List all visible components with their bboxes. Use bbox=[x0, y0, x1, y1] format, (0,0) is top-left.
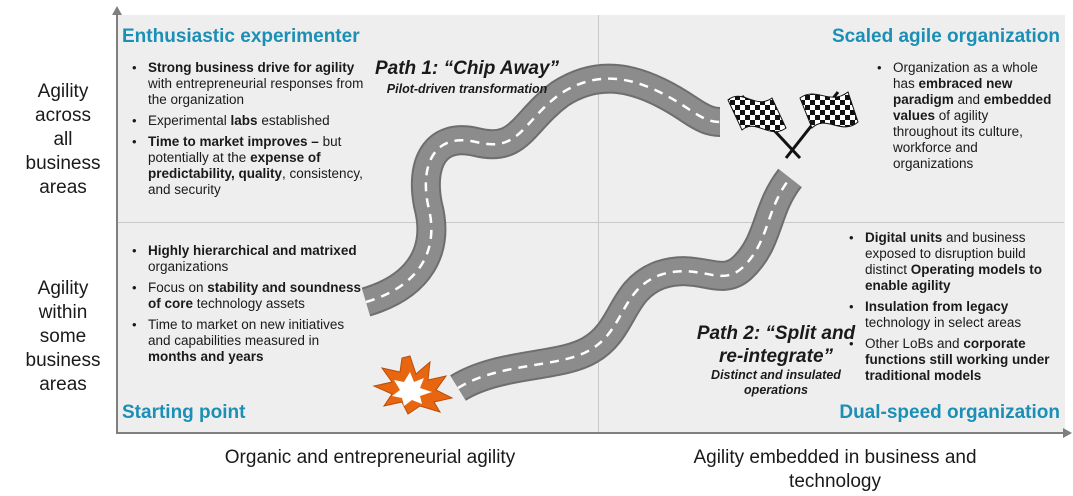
path2-title-line: Path 2: “Split and bbox=[696, 323, 856, 344]
bullet-item: Time to market improves – but potentiall… bbox=[128, 134, 366, 198]
vertical-divider bbox=[598, 15, 599, 432]
x-axis-arrow-icon bbox=[1063, 428, 1072, 438]
bullet-text: technology in select areas bbox=[865, 315, 1022, 330]
y-axis-bottom-label-line: business bbox=[25, 350, 101, 371]
bullet-item: Focus on stability and soundness of core… bbox=[128, 280, 366, 312]
y-axis-bottom-label-line: some bbox=[39, 326, 87, 347]
bullets-bottom-right: Digital units and business exposed to di… bbox=[845, 230, 1057, 389]
bullet-text: Organization as a whole has bbox=[893, 60, 1038, 91]
path2-title: Path 2: “Split and re-integrate” bbox=[686, 322, 866, 368]
bullets-bottom-left: Highly hierarchical and matrixed organiz… bbox=[128, 243, 366, 370]
bullet-text: Experimental bbox=[148, 113, 231, 128]
bullet-text-bold: Digital units bbox=[865, 230, 943, 245]
bullet-text-bold: months and years bbox=[148, 349, 264, 364]
quadrant-title-top-left: Enthusiastic experimenter bbox=[122, 26, 360, 47]
y-axis-line bbox=[116, 14, 118, 434]
y-axis-top-label-line: business bbox=[25, 153, 101, 174]
horizontal-divider bbox=[118, 222, 1064, 223]
path2-subtitle-line: operations bbox=[744, 383, 808, 397]
y-axis-bottom-label-line: within bbox=[38, 302, 88, 323]
y-axis-top-label-line: areas bbox=[39, 177, 87, 198]
bullet-item: Time to market on new initiatives and ca… bbox=[128, 317, 366, 365]
x-axis-line bbox=[116, 432, 1066, 434]
bullet-item: Insulation from legacy technology in sel… bbox=[845, 299, 1057, 331]
bullet-item: Strong business drive for agility with e… bbox=[128, 60, 366, 108]
bullet-item: Digital units and business exposed to di… bbox=[845, 230, 1057, 294]
bullet-text-bold: labs bbox=[230, 113, 258, 128]
bullet-text: technology assets bbox=[193, 296, 305, 311]
x-axis-right-label-line: Agility embedded in business and bbox=[693, 447, 977, 468]
bullet-item: Experimental labs established bbox=[128, 113, 366, 129]
checkered-flags-icon bbox=[727, 91, 859, 160]
y-axis-top-label-line: all bbox=[53, 129, 73, 150]
bullets-top-right: Organization as a whole has embraced new… bbox=[873, 60, 1055, 177]
bullet-text: organizations bbox=[148, 259, 229, 274]
bullet-text: and bbox=[953, 92, 984, 107]
x-axis-right-label-line: technology bbox=[789, 471, 881, 492]
bullet-text-bold: Strong business drive for agility bbox=[148, 60, 355, 75]
quadrant-title-bottom-right: Dual-speed organization bbox=[839, 402, 1060, 423]
bullet-text: with entrepreneurial responses from the … bbox=[148, 76, 364, 107]
y-axis-top-label-line: Agility bbox=[37, 81, 89, 102]
x-axis-left-label: Organic and entrepreneurial agility bbox=[224, 447, 516, 468]
bullet-text: Time to market on new initiatives and ca… bbox=[148, 317, 345, 348]
quadrant-title-top-right: Scaled agile organization bbox=[831, 26, 1060, 47]
path1-subtitle: Pilot-driven transformation bbox=[386, 82, 548, 96]
bullet-text: but potentially at the bbox=[148, 134, 342, 165]
bullet-text-bold: Insulation from legacy bbox=[865, 299, 1009, 314]
bullet-text-bold: Operating models to enable agility bbox=[865, 262, 1043, 293]
path2-subtitle-line: Distinct and insulated bbox=[711, 368, 841, 382]
y-axis-arrow-icon bbox=[112, 6, 122, 15]
path1-title: Path 1: “Chip Away” bbox=[374, 58, 560, 79]
y-axis-bottom-label: Agility within some business areas bbox=[20, 277, 106, 397]
bullet-item: Organization as a whole has embraced new… bbox=[873, 60, 1055, 172]
quadrant-title-bottom-left: Starting point bbox=[122, 402, 246, 423]
bullet-text: Other LoBs and bbox=[865, 336, 964, 351]
x-axis-right-label: Agility embedded in business and technol… bbox=[640, 446, 1030, 494]
bullet-text-bold: Highly hierarchical and matrixed bbox=[148, 243, 357, 258]
bullet-text-bold: corporate functions still working under … bbox=[865, 336, 1050, 383]
bullet-text-bold: Time to market improves – bbox=[148, 134, 319, 149]
bullet-text: , consistency, and security bbox=[148, 166, 363, 197]
bullet-text: and business exposed to disruption build… bbox=[865, 230, 1026, 277]
bullet-text: of agility throughout its culture, workf… bbox=[893, 108, 1023, 171]
bullet-item: Other LoBs and corporate functions still… bbox=[845, 336, 1057, 384]
y-axis-top-label-line: across bbox=[35, 105, 91, 126]
y-axis-bottom-label-line: Agility bbox=[37, 278, 89, 299]
path2-title-line: re-integrate” bbox=[718, 346, 834, 367]
bullet-text-bold: expense of predictability, quality bbox=[148, 150, 321, 181]
bullet-item: Highly hierarchical and matrixed organiz… bbox=[128, 243, 366, 275]
bullet-text-bold: stability and soundness of core bbox=[148, 280, 362, 311]
bullets-top-left: Strong business drive for agility with e… bbox=[128, 60, 366, 203]
y-axis-top-label: Agility across all business areas bbox=[20, 80, 106, 200]
bullet-text: established bbox=[257, 113, 330, 128]
path2-road bbox=[450, 168, 803, 402]
bullet-text: Focus on bbox=[148, 280, 208, 295]
bullet-text-bold: embraced new paradigm bbox=[893, 76, 1013, 107]
y-axis-bottom-label-line: areas bbox=[39, 374, 87, 395]
path1-road bbox=[361, 63, 721, 317]
bullet-text-bold: embedded values bbox=[893, 92, 1052, 123]
path2-subtitle: Distinct and insulated operations bbox=[686, 368, 866, 398]
explosion-burst-icon bbox=[372, 355, 454, 415]
